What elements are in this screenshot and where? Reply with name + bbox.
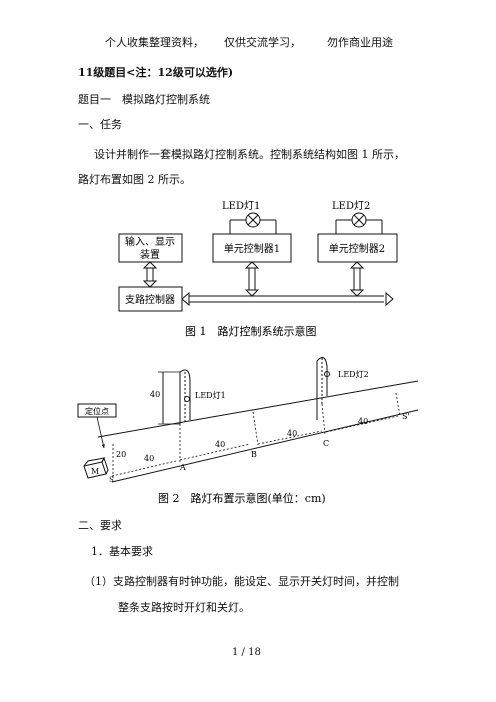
fig1-led1-label: LED灯1: [222, 200, 260, 212]
fig1-io-box-label-2: 装置: [140, 248, 160, 261]
fig1-led2-label: LED灯2: [332, 200, 370, 212]
fig2-locator-label: 定位点: [85, 406, 109, 416]
task-paragraph-line-1: 设计并制作一套模拟路灯控制系统。控制系统结构如图 1 所示，: [94, 148, 405, 161]
fig2-vehicle-m: M: [83, 456, 109, 479]
fig2-s-label: S: [109, 476, 114, 484]
subsection-basic-requirements: 1．基本要求: [91, 545, 153, 558]
section-requirements-heading: 二、要求: [78, 519, 122, 532]
figure-2-diagram: LED灯1 40 LED灯2 定位点 M 20 S 40 A 40: [77, 356, 419, 484]
fig2-dim-bc-label: 40: [287, 429, 297, 438]
fig2-b-label: B: [251, 450, 257, 459]
section-task-heading: 一、任务: [78, 118, 122, 131]
fig2-road-bottom: [111, 409, 419, 483]
header-note-2: 仅供交流学习，: [224, 36, 301, 49]
fig2-m-label: M: [91, 467, 99, 476]
fig2-lamp2-pole: [316, 356, 328, 420]
fig2-led2-label: LED灯2: [338, 369, 369, 379]
fig2-lamp1-bulb-icon: [184, 396, 190, 402]
fig1-branch-label: 支路控制器: [125, 293, 175, 306]
page-number: 1 / 18: [232, 647, 261, 658]
fig2-dim-20-label: 20: [116, 450, 126, 459]
fig2-a-label: A: [179, 463, 186, 472]
fig1-unit2-label: 单元控制器2: [329, 242, 385, 255]
figure-2-caption: 图 2 路灯布置示意图(单位：cm): [158, 491, 326, 505]
header-note-3: 勿作商业用途: [327, 36, 393, 49]
fig1-led2-icon: [335, 212, 383, 234]
fig2-lamp2-bulb-icon: [324, 371, 330, 377]
fig2-c-label: C: [323, 439, 329, 448]
figure-1-caption: 图 1 路灯控制系统示意图: [185, 324, 317, 338]
fig2-road-top: [97, 380, 419, 438]
level-title: 11级题目<注：12级可以选作): [78, 66, 234, 79]
fig1-unit1-label: 单元控制器1: [224, 242, 280, 255]
fig1-unit1-bus-arrow: [244, 261, 260, 297]
fig1-unit2-bus-arrow: [349, 261, 365, 297]
fig2-s-prime-label: S': [402, 412, 410, 421]
fig1-led1-icon: [229, 212, 277, 234]
requirement-1-line-2: 整条支路按时开灯和关灯。: [118, 601, 250, 614]
fig1-io-box-label-1: 输入、显示: [125, 235, 175, 248]
fig2-dim-ab-label: 40: [215, 440, 225, 449]
fig2-dim-sa-label: 40: [144, 454, 154, 463]
topic-title: 题目一 模拟路灯控制系统: [78, 93, 210, 106]
fig2-led1-label: LED灯1: [195, 390, 226, 400]
task-paragraph-line-2: 路灯布置如图 2 所示。: [78, 173, 191, 186]
fig1-bus-arrow: [181, 291, 394, 307]
fig2-height-label: 40: [150, 390, 160, 399]
header-note-1: 个人收集整理资料，: [105, 36, 204, 49]
requirement-1-line-1: （1）支路控制器有时钟功能，能设定、显示开关灯时间，并控制: [84, 575, 399, 588]
fig1-io-branch-arrow: [142, 261, 158, 288]
fig2-dim-cs-label: 40: [358, 417, 368, 426]
fig2-lamp1-pole: [179, 369, 191, 424]
